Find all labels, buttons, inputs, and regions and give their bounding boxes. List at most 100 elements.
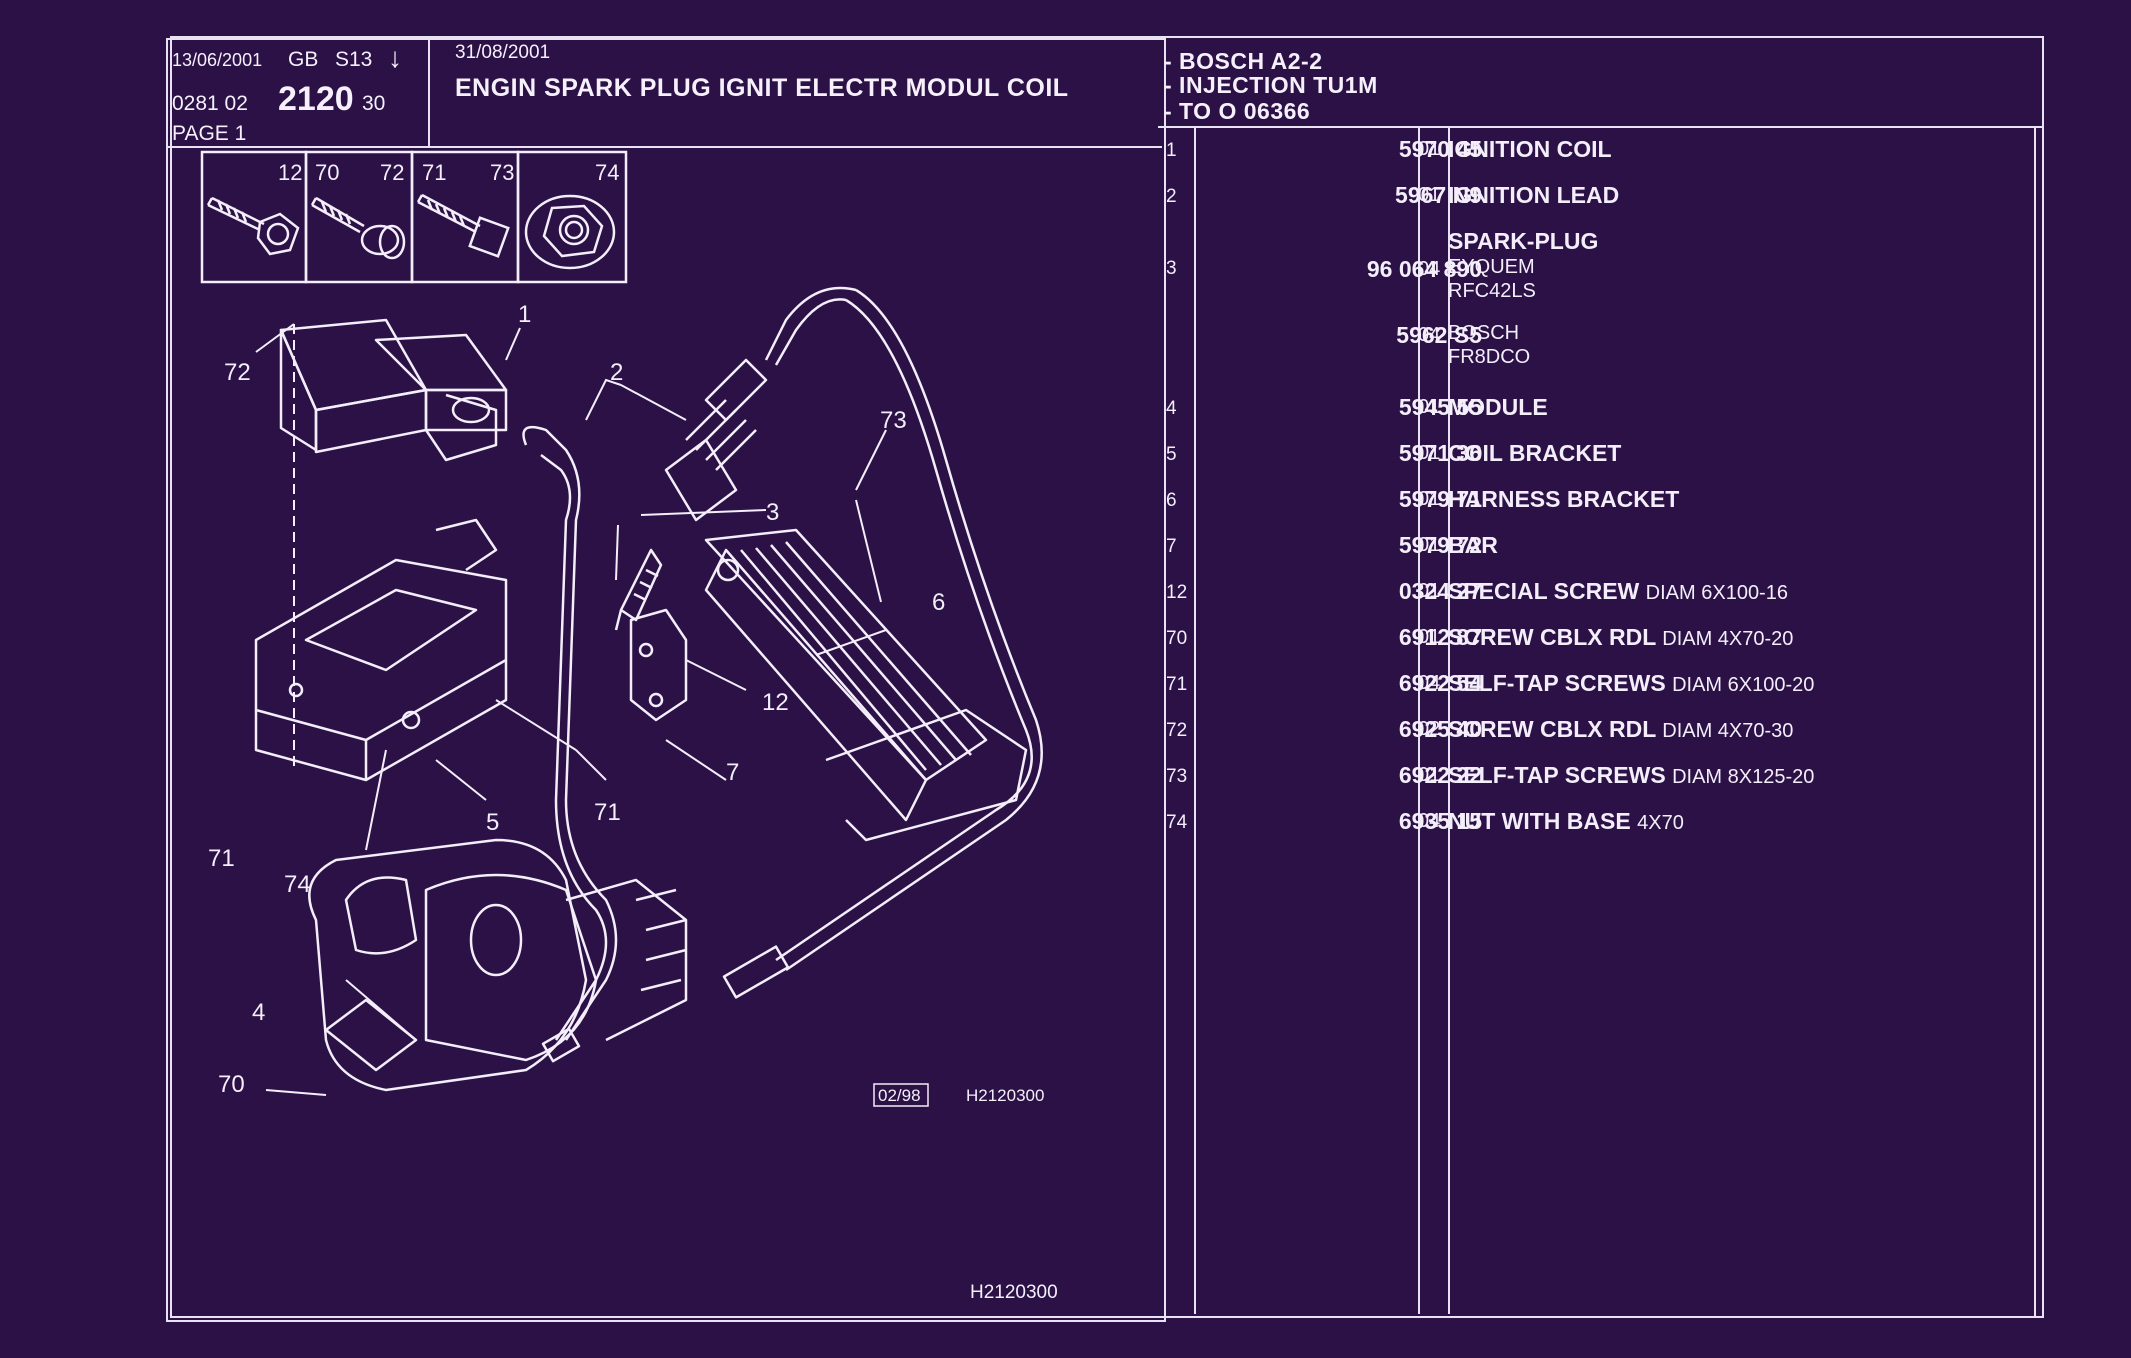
part-qty: 01 bbox=[1418, 534, 1441, 556]
part-desc-sub: DIAM 4X70-20 bbox=[1662, 628, 1794, 650]
stamp-box bbox=[873, 1083, 929, 1107]
part-row: 2 5967 N9 01 IGNITION LEAD bbox=[1162, 180, 2042, 220]
part-row: SPARK-PLUG 3 96 064 890 04 EYQUEM RFC42L… bbox=[1162, 226, 2042, 306]
part-qty: 01 bbox=[1418, 442, 1441, 464]
part-ref: 6925 40 bbox=[1398, 716, 1482, 742]
part-desc-sub: DIAM 8X125-20 bbox=[1672, 766, 1815, 788]
callout-72: 72 bbox=[224, 359, 251, 386]
callout-7: 7 bbox=[726, 759, 739, 786]
callout-71b: 71 bbox=[594, 799, 621, 826]
part-ref: 5971 36 bbox=[1398, 440, 1482, 466]
part-num: 12 bbox=[1166, 582, 1188, 603]
spark-plug-part bbox=[614, 358, 768, 631]
part-ref: 6935 15 bbox=[1398, 808, 1482, 834]
table-col-line-3 bbox=[1418, 128, 1420, 1314]
part-num: 7 bbox=[1166, 536, 1177, 557]
part-ref: 0324 27 bbox=[1398, 578, 1482, 604]
part-desc: NUT WITH BASE 4X70 bbox=[1448, 808, 1684, 835]
part-row: 74 6935 15 04 NUT WITH BASE 4X70 bbox=[1162, 806, 2042, 846]
part-desc: HARNESS BRACKET bbox=[1448, 486, 1680, 512]
header-code: S13 bbox=[335, 48, 373, 71]
page-title: ENGIN SPARK PLUG IGNIT ELECTR MODUL COIL bbox=[455, 74, 1069, 102]
nut-with-base-icon bbox=[524, 194, 616, 270]
table-col-line-5 bbox=[2034, 128, 2036, 1316]
bar-part bbox=[629, 608, 688, 722]
ignition-coil-part bbox=[279, 318, 508, 462]
part-row: 72 6925 40 02 SCREW CBLX RDL DIAM 4X70-3… bbox=[1162, 714, 2042, 754]
stamp-date: 02/98 bbox=[878, 1086, 921, 1105]
part-row: 5962 S5 04 BOSCH FR8DCO bbox=[1162, 320, 2042, 376]
part-row: 12 0324 27 01 SPECIAL SCREW DIAM 6X100-1… bbox=[1162, 576, 2042, 616]
fastener-thumbnails: 12 70 72 71 73 74 bbox=[200, 150, 628, 284]
part-qty: 04 bbox=[1418, 810, 1441, 832]
catalog-prefix: 0281 02 bbox=[172, 92, 248, 115]
part-desc-main: SELF-TAP SCREWS bbox=[1448, 762, 1666, 788]
part-row: 5 5971 36 01 COIL BRACKET bbox=[1162, 438, 2042, 478]
table-col-line-1 bbox=[1164, 38, 1166, 1316]
part-num: 72 bbox=[1166, 720, 1188, 741]
footer-code: H2120300 bbox=[970, 1282, 1058, 1303]
diagram-ref-code: H2120300 bbox=[966, 1086, 1044, 1105]
special-screw-icon bbox=[206, 196, 300, 256]
part-qty: 01 bbox=[1418, 396, 1441, 418]
part-qty: 04 bbox=[1418, 258, 1441, 280]
spec-line-2: - INJECTION TU1M bbox=[1164, 72, 1378, 98]
screw-cblx-icon bbox=[310, 196, 406, 260]
part-num: 73 bbox=[1166, 766, 1188, 787]
part-desc: SPECIAL SCREW DIAM 6X100-16 bbox=[1448, 578, 1788, 605]
part-row: 7 5979 72 01 BAR bbox=[1162, 530, 2042, 570]
part-num: 3 bbox=[1166, 258, 1177, 279]
part-desc-main: SELF-TAP SCREWS bbox=[1448, 670, 1666, 696]
self-tap-screw-icon bbox=[416, 193, 510, 258]
header-country: GB bbox=[288, 48, 319, 71]
part-num: 71 bbox=[1166, 674, 1188, 695]
part-desc-main: NUT WITH BASE bbox=[1448, 808, 1631, 834]
catalog-main: 2120 bbox=[278, 80, 354, 118]
part-num: 2 bbox=[1166, 186, 1177, 207]
part-ref: 6922 54 bbox=[1398, 670, 1482, 696]
thumb-label-73: 73 bbox=[490, 160, 514, 185]
part-desc: SELF-TAP SCREWS DIAM 6X100-20 bbox=[1448, 670, 1814, 697]
coil-bracket-part bbox=[254, 518, 508, 782]
spec-divider-h bbox=[1158, 126, 2042, 128]
callout-70: 70 bbox=[218, 1071, 245, 1098]
exploded-parts-diagram: 1 2 3 4 5 6 7 12 70 71 71 72 73 74 02/98… bbox=[208, 286, 1044, 1107]
table-col-line-4 bbox=[1448, 128, 1450, 1314]
part-qty: 04 bbox=[1418, 324, 1441, 346]
part-desc-sub: DIAM 6X100-16 bbox=[1645, 582, 1788, 604]
part-num: 74 bbox=[1166, 812, 1188, 833]
callout-3: 3 bbox=[766, 499, 779, 526]
part-row: 6 5979 71 01 HARNESS BRACKET bbox=[1162, 484, 2042, 524]
part-ref: 5945 55 bbox=[1398, 394, 1482, 420]
part-qty: 01 bbox=[1418, 138, 1441, 160]
harness-bracket-part bbox=[704, 528, 1028, 842]
callout-74: 74 bbox=[284, 871, 311, 898]
part-ref: 5979 71 bbox=[1398, 486, 1482, 512]
part-desc: BAR bbox=[1448, 532, 1498, 558]
module-distributor-part bbox=[308, 838, 688, 1092]
part-qty: 01 bbox=[1418, 488, 1441, 510]
part-qty: 01 bbox=[1418, 626, 1441, 648]
ignition-lead-part bbox=[522, 286, 1043, 1063]
part-ref: 5962 S5 bbox=[1396, 322, 1482, 348]
part-qty: 02 bbox=[1418, 718, 1441, 740]
part-ref: 5979 72 bbox=[1398, 532, 1482, 558]
callout-73: 73 bbox=[880, 407, 907, 434]
part-row: 1 5970 45 01 IGNITION COIL bbox=[1162, 134, 2042, 174]
part-qty: 04 bbox=[1418, 672, 1441, 694]
part-row: 73 6922 22 01 SELF-TAP SCREWS DIAM 8X125… bbox=[1162, 760, 2042, 800]
table-col-line-2 bbox=[1194, 128, 1196, 1314]
part-ref: 96 064 890 bbox=[1366, 256, 1482, 282]
part-num: 4 bbox=[1166, 398, 1177, 419]
part-ref: 5970 45 bbox=[1398, 136, 1482, 162]
part-desc: IGNITION LEAD bbox=[1448, 182, 1620, 208]
spec-line-3: - TO O 06366 bbox=[1164, 98, 1311, 124]
callout-6: 6 bbox=[932, 589, 945, 616]
part-num: 70 bbox=[1166, 628, 1188, 649]
down-arrow-icon: ↓ bbox=[388, 42, 402, 73]
part-num: 5 bbox=[1166, 444, 1177, 465]
part-row: 4 5945 55 01 MODULE bbox=[1162, 392, 2042, 432]
part-desc-main: SCREW CBLX RDL bbox=[1448, 716, 1656, 742]
part-desc: SPARK-PLUG bbox=[1448, 228, 1599, 254]
callout-71a: 71 bbox=[208, 845, 235, 872]
